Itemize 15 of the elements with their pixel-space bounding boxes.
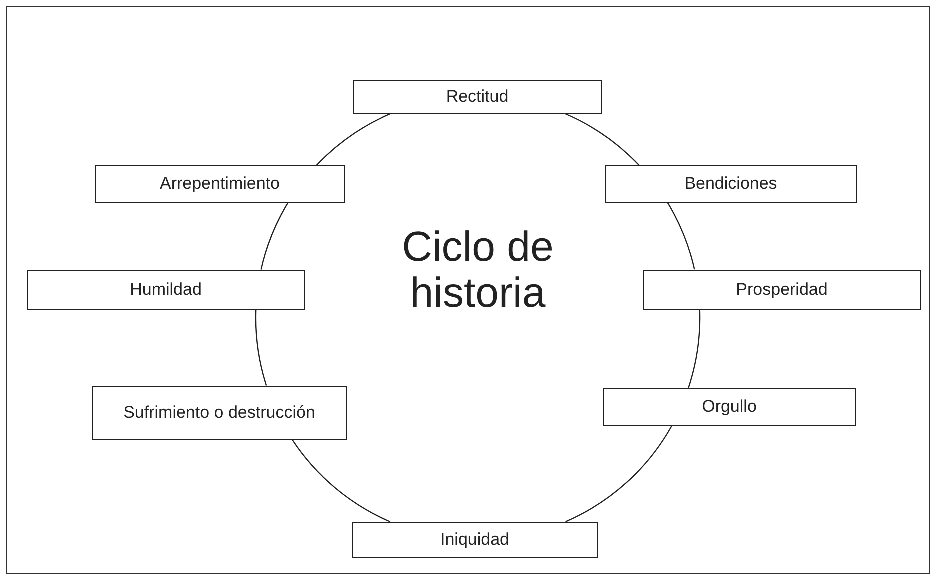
cycle-arc xyxy=(688,310,700,388)
center-label: Ciclo de historia xyxy=(401,224,555,316)
cycle-arc xyxy=(674,214,696,270)
stage-box: Sufrimiento o destrucción xyxy=(92,386,347,440)
cycle-arc xyxy=(566,426,672,522)
cycle-arc xyxy=(260,215,282,270)
stage-box: Prosperidad xyxy=(643,270,921,310)
cycle-arc xyxy=(256,310,268,386)
stage-box: Humildad xyxy=(27,270,305,310)
stage-box: Iniquidad xyxy=(352,522,598,558)
stage-box: Orgullo xyxy=(603,388,856,426)
cycle-arc xyxy=(292,440,391,523)
stage-box: Bendiciones xyxy=(605,165,857,203)
stage-box: Arrepentimiento xyxy=(95,165,345,203)
stage-box: Rectitud xyxy=(353,80,602,114)
